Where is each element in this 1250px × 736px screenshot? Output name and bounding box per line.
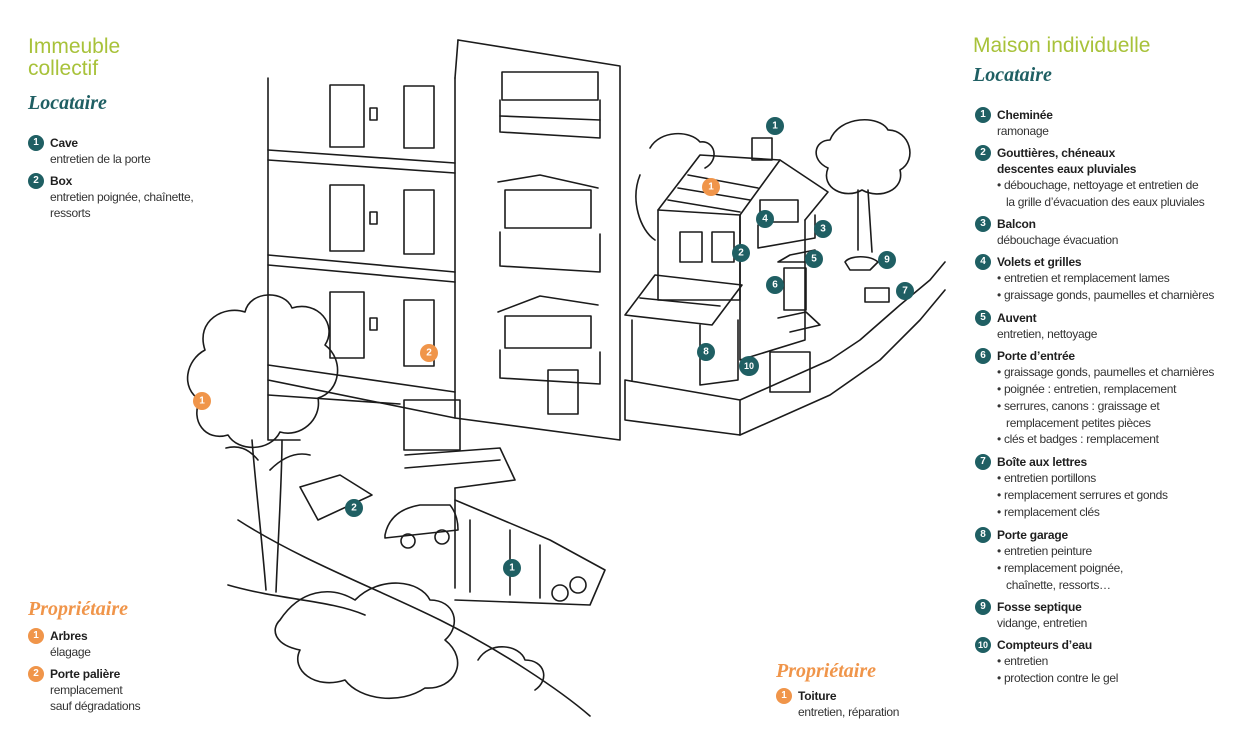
- number-badge: 1: [776, 688, 792, 704]
- svg-text:4: 4: [762, 214, 768, 225]
- svg-text:5: 5: [811, 254, 817, 265]
- svg-text:9: 9: [884, 255, 890, 266]
- svg-text:1: 1: [708, 182, 714, 193]
- marker-house-3-balcony: 3: [814, 220, 832, 238]
- marker-house-2-gutter: 2: [732, 244, 750, 262]
- svg-text:8: 8: [703, 347, 709, 358]
- left-tenant-heading: Locataire: [28, 92, 107, 114]
- marker-house-9-septic: 9: [878, 251, 896, 269]
- svg-text:1: 1: [509, 563, 515, 574]
- left-owner-list: 1 Arbres élagage 2 Porte palière remplac…: [28, 628, 258, 720]
- list-item: 7 Boîte aux lettres entretien portillons…: [975, 454, 1245, 521]
- svg-text:1: 1: [772, 121, 778, 132]
- svg-text:2: 2: [426, 348, 432, 359]
- number-badge: 1: [28, 628, 44, 644]
- list-item: 1 Cave entretien de la porte: [28, 135, 258, 167]
- list-item: 9 Fosse septique vidange, entretien: [975, 599, 1245, 631]
- house-owner-heading: Propriétaire: [776, 660, 876, 682]
- svg-text:10: 10: [744, 361, 754, 371]
- marker-house-8-garage: 8: [697, 343, 715, 361]
- svg-text:2: 2: [738, 248, 744, 259]
- house-owner-list: 1 Toiture entretien, réparation: [776, 688, 946, 726]
- house: [624, 119, 946, 436]
- marker-owner-1-tree: 1: [193, 392, 211, 410]
- list-item: 6 Porte d’entrée graissage gonds, paumel…: [975, 348, 1245, 448]
- hill-bushes: [237, 519, 591, 717]
- right-tenant-list: 1 Cheminée ramonage 2 Gouttières, chénea…: [975, 107, 1245, 693]
- number-badge: 8: [975, 527, 991, 543]
- marker-house-5-awning: 5: [805, 250, 823, 268]
- number-badge: 2: [975, 145, 991, 161]
- svg-text:7: 7: [902, 286, 908, 297]
- number-badge: 5: [975, 310, 991, 326]
- marker-house-owner-1-roof: 1: [702, 178, 720, 196]
- svg-text:2: 2: [351, 503, 357, 514]
- svg-text:1: 1: [199, 396, 205, 407]
- tree-left: [186, 294, 366, 616]
- marker-house-1-chimney: 1: [766, 117, 784, 135]
- marker-tenant-1-cave: 1: [503, 559, 521, 577]
- list-item: 1 Toiture entretien, réparation: [776, 688, 946, 720]
- list-item: 5 Auvent entretien, nettoyage: [975, 310, 1245, 342]
- left-tenant-list: 1 Cave entretien de la porte 2 Box entre…: [28, 135, 258, 227]
- list-item: 10 Compteurs d’eau entretien protection …: [975, 637, 1245, 687]
- number-badge: 7: [975, 454, 991, 470]
- list-item: 8 Porte garage entretien peinture rempla…: [975, 527, 1245, 593]
- list-item: 1 Arbres élagage: [28, 628, 258, 660]
- section-title-apartment: Immeuble collectif: [28, 35, 121, 80]
- list-item: 1 Cheminée ramonage: [975, 107, 1245, 139]
- section-title-house: Maison individuelle: [973, 34, 1151, 57]
- marker-house-10-meter: 10: [739, 356, 759, 376]
- left-owner-heading: Propriétaire: [28, 598, 128, 620]
- list-item: 2 Gouttières, chéneaux descentes eaux pl…: [975, 145, 1245, 210]
- number-badge: 4: [975, 254, 991, 270]
- illustration-markers: 1 2 1 2 1 1 2 3 4 5 6 7 8 9 10: [193, 117, 914, 577]
- number-badge: 2: [28, 173, 44, 189]
- number-badge: 6: [975, 348, 991, 364]
- right-tenant-heading: Locataire: [973, 64, 1052, 86]
- marker-house-4-shutters: 4: [756, 210, 774, 228]
- number-badge: 1: [28, 135, 44, 151]
- apartment-building: [267, 39, 621, 606]
- marker-owner-2-door: 2: [420, 344, 438, 362]
- list-item: 2 Porte palière remplacement sauf dégrad…: [28, 666, 258, 714]
- number-badge: 9: [975, 599, 991, 615]
- marker-tenant-2-box: 2: [345, 499, 363, 517]
- number-badge: 1: [975, 107, 991, 123]
- marker-house-7-mailbox: 7: [896, 282, 914, 300]
- number-badge: 3: [975, 216, 991, 232]
- list-item: 2 Box entretien poignée, chaînette, ress…: [28, 173, 258, 221]
- svg-text:3: 3: [820, 224, 826, 235]
- list-item: 4 Volets et grilles entretien et remplac…: [975, 254, 1245, 304]
- svg-text:6: 6: [772, 280, 778, 291]
- marker-house-6-door: 6: [766, 276, 784, 294]
- list-item: 3 Balcon débouchage évacuation: [975, 216, 1245, 248]
- number-badge: 2: [28, 666, 44, 682]
- number-badge: 10: [975, 637, 991, 653]
